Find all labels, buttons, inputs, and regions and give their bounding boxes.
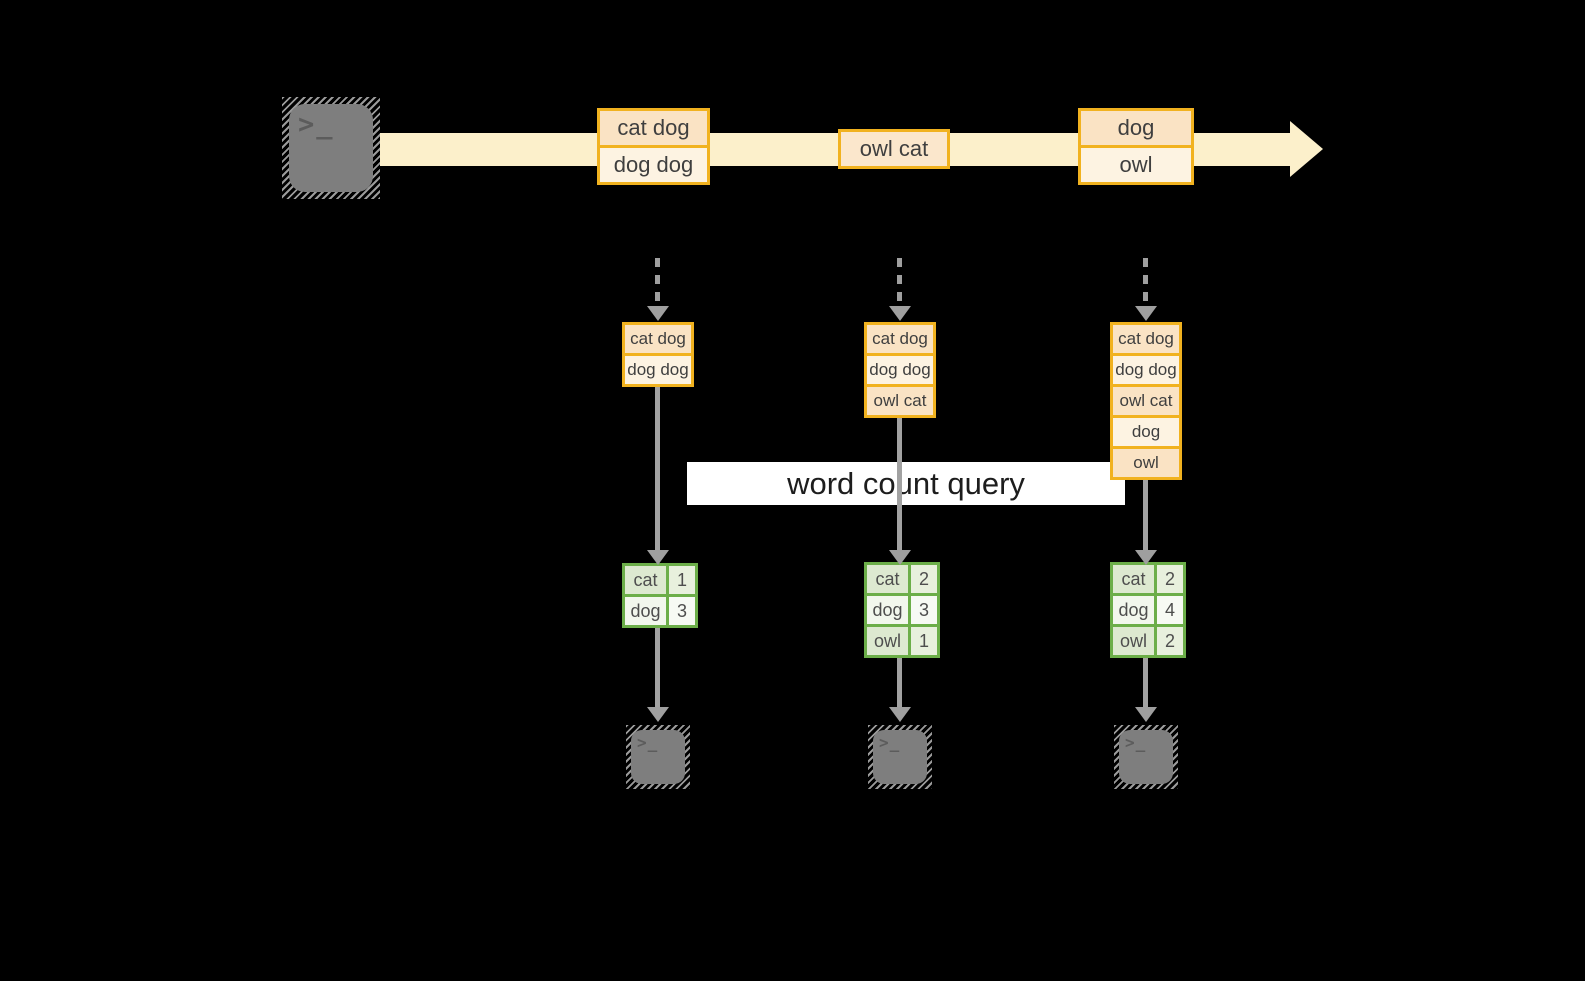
- query-arrow-1: [655, 387, 660, 550]
- ingest-arrow-3: [1143, 258, 1148, 308]
- count-value: 4: [1157, 596, 1183, 624]
- count-word: cat: [625, 566, 666, 594]
- count-value: 3: [669, 597, 695, 625]
- message-line: owl cat: [841, 132, 947, 166]
- count-word: dog: [1113, 596, 1154, 624]
- terminal-screen: [631, 730, 685, 784]
- count-word: cat: [867, 565, 908, 593]
- buffer-entry: cat dog: [1113, 325, 1179, 353]
- timeline-message-3: dog owl: [1078, 108, 1194, 185]
- query-arrowhead-3-icon: [1135, 550, 1157, 565]
- count-word: dog: [625, 597, 666, 625]
- count-value: 1: [911, 627, 937, 655]
- terminal-prompt-glyph: >_: [879, 733, 901, 752]
- buffer-entry: cat dog: [625, 325, 691, 353]
- sink-terminal-2-icon: >_: [868, 725, 932, 789]
- buffer-stack-3: cat dog dog dog owl cat dog owl: [1110, 322, 1182, 480]
- timeline-message-1: cat dog dog dog: [597, 108, 710, 185]
- query-arrow-2: [897, 418, 902, 550]
- message-line: dog: [1081, 111, 1191, 145]
- buffer-entry: owl cat: [1113, 387, 1179, 415]
- query-arrowhead-2-icon: [889, 550, 911, 565]
- terminal-prompt-glyph: >_: [298, 109, 335, 140]
- count-word: owl: [867, 627, 908, 655]
- buffer-entry: owl cat: [867, 387, 933, 415]
- count-value: 3: [911, 596, 937, 624]
- query-label: word count query: [787, 465, 1025, 501]
- ingest-arrow-1: [655, 258, 660, 308]
- count-word: owl: [1113, 627, 1154, 655]
- output-arrow-2: [897, 658, 902, 707]
- output-arrow-3: [1143, 658, 1148, 707]
- terminal-screen: [873, 730, 927, 784]
- count-value: 2: [911, 565, 937, 593]
- count-value: 2: [1157, 627, 1183, 655]
- buffer-entry: dog: [1113, 418, 1179, 446]
- message-line: owl: [1081, 148, 1191, 182]
- query-label-band: word count query: [687, 462, 1125, 505]
- terminal-prompt-glyph: >_: [1125, 733, 1147, 752]
- message-line: dog dog: [600, 148, 707, 182]
- query-arrowhead-1-icon: [647, 550, 669, 565]
- count-word: dog: [867, 596, 908, 624]
- buffer-stack-1: cat dog dog dog: [622, 322, 694, 387]
- buffer-stack-2: cat dog dog dog owl cat: [864, 322, 936, 418]
- count-value: 1: [669, 566, 695, 594]
- terminal-prompt-glyph: >_: [637, 733, 659, 752]
- query-arrow-3: [1143, 480, 1148, 550]
- ingest-arrow-2: [897, 258, 902, 308]
- count-table-2: cat 2 dog 3 owl 1: [864, 562, 940, 658]
- buffer-entry: dog dog: [1113, 356, 1179, 384]
- buffer-entry: owl: [1113, 449, 1179, 477]
- output-arrowhead-2-icon: [889, 707, 911, 722]
- count-word: cat: [1113, 565, 1154, 593]
- buffer-entry: cat dog: [867, 325, 933, 353]
- ingest-arrowhead-2-icon: [889, 306, 911, 321]
- count-table-1: cat 1 dog 3: [622, 563, 698, 628]
- output-arrow-1: [655, 628, 660, 707]
- output-arrowhead-3-icon: [1135, 707, 1157, 722]
- ingest-arrowhead-1-icon: [647, 306, 669, 321]
- terminal-screen: [1119, 730, 1173, 784]
- timeline-message-2: owl cat: [838, 129, 950, 169]
- buffer-entry: dog dog: [867, 356, 933, 384]
- count-value: 2: [1157, 565, 1183, 593]
- output-arrowhead-1-icon: [647, 707, 669, 722]
- sink-terminal-1-icon: >_: [626, 725, 690, 789]
- ingest-arrowhead-3-icon: [1135, 306, 1157, 321]
- terminal-screen: [289, 104, 373, 192]
- count-table-3: cat 2 dog 4 owl 2: [1110, 562, 1186, 658]
- sink-terminal-3-icon: >_: [1114, 725, 1178, 789]
- source-terminal-icon: >_: [282, 97, 380, 199]
- message-line: cat dog: [600, 111, 707, 145]
- buffer-entry: dog dog: [625, 356, 691, 384]
- stream-arrowhead-icon: [1290, 121, 1323, 177]
